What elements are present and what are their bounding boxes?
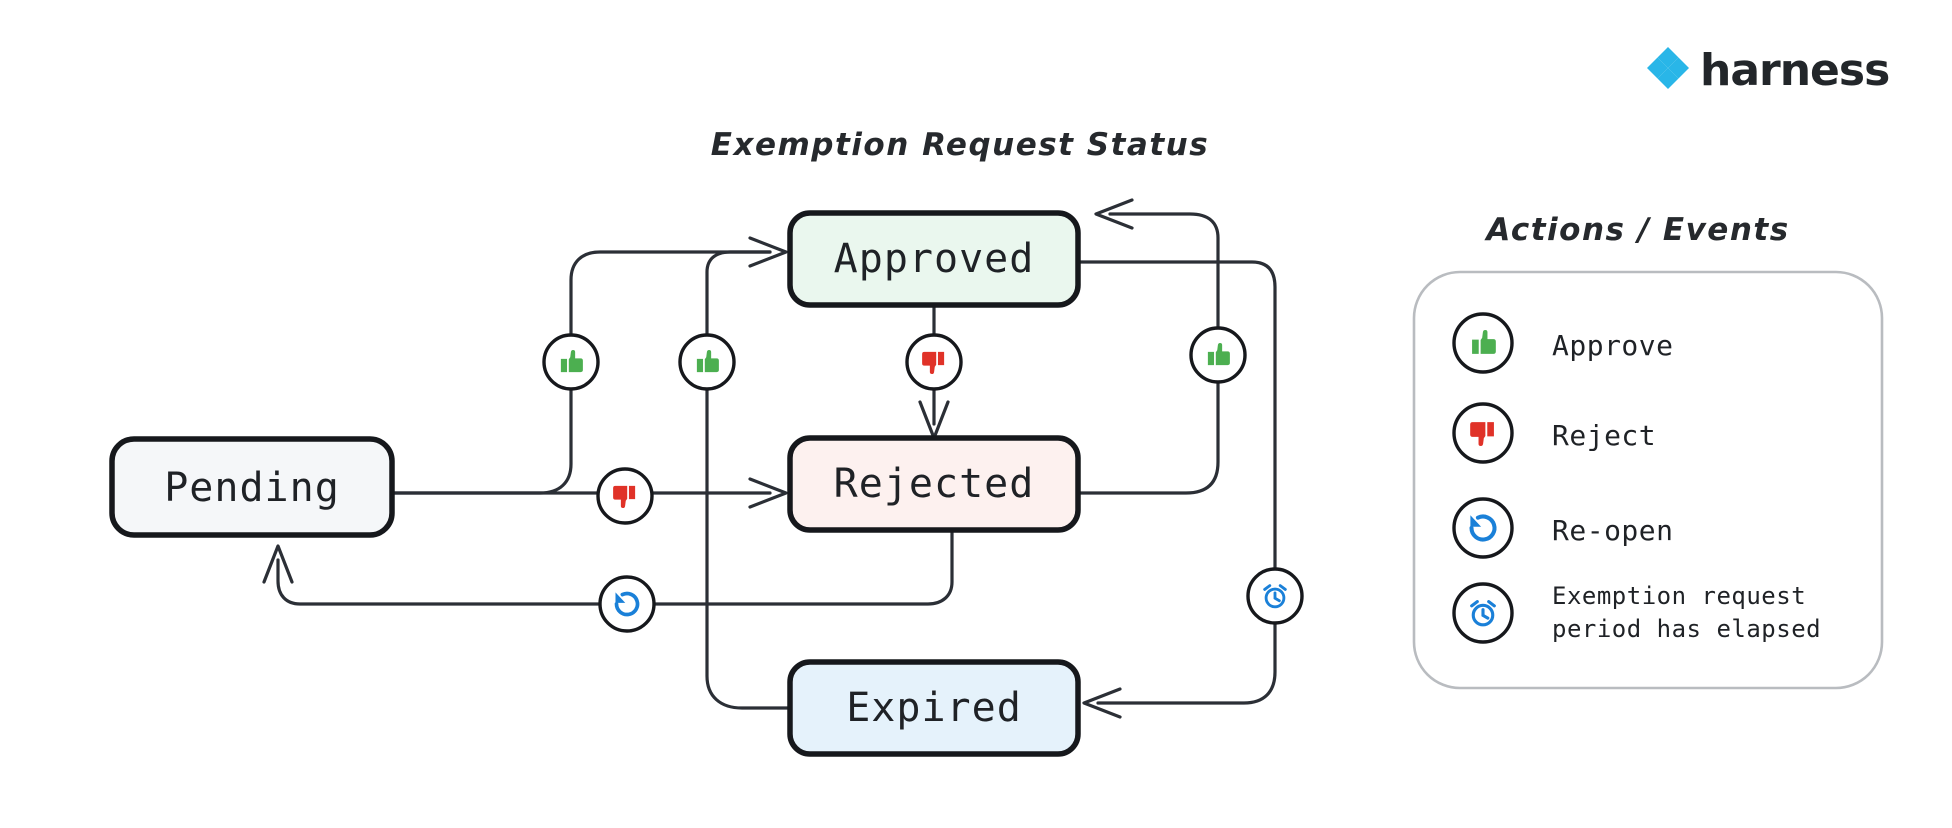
arrowhead-pending-approved bbox=[748, 236, 788, 268]
legend-item-elapsed[interactable]: Exemption request period has elapsed bbox=[1452, 582, 1821, 644]
arrowhead-rejected-pending bbox=[262, 544, 294, 584]
transition-badge-approved-rejected[interactable] bbox=[905, 333, 963, 391]
state-node-expired[interactable]: Expired bbox=[787, 659, 1081, 757]
edges-layer bbox=[262, 198, 1277, 719]
transition-badge-pending-rejected[interactable] bbox=[596, 467, 654, 525]
transition-badge-pending-approved[interactable] bbox=[542, 333, 600, 391]
harness-wordmark: harness bbox=[1700, 45, 1889, 96]
legend-title: Actions / Events bbox=[1483, 212, 1789, 248]
edge-approved-to-expired bbox=[1076, 260, 1277, 705]
arrowhead-pending-rejected bbox=[748, 477, 788, 509]
transition-badge-rejected-approved[interactable] bbox=[1189, 326, 1247, 384]
transition-badge-expired-approved[interactable] bbox=[678, 333, 736, 391]
legend-item-elapsed-label-line2: period has elapsed bbox=[1552, 615, 1821, 643]
edge-expired-to-approved bbox=[705, 250, 792, 710]
state-node-pending-label: Pending bbox=[164, 465, 340, 511]
legend-item-elapsed-label-line1: Exemption request bbox=[1552, 582, 1806, 610]
transition-badges-layer bbox=[542, 326, 1304, 633]
arrowhead-approved-expired bbox=[1082, 687, 1122, 719]
harness-brand-logo: harness bbox=[1647, 45, 1890, 96]
edge-rejected-to-pending bbox=[276, 528, 954, 606]
legend-item-reject-label: Reject bbox=[1552, 419, 1656, 452]
legend-item-reopen[interactable]: Re-open bbox=[1452, 497, 1674, 559]
arrowhead-rejected-approved bbox=[1094, 198, 1134, 230]
legend-item-approve[interactable]: Approve bbox=[1452, 312, 1674, 374]
state-node-approved-label: Approved bbox=[834, 236, 1035, 282]
state-node-rejected-label: Rejected bbox=[834, 461, 1035, 507]
state-node-rejected[interactable]: Rejected bbox=[787, 435, 1081, 533]
page-title: Exemption Request Status bbox=[711, 127, 1209, 163]
transition-badge-rejected-pending[interactable] bbox=[598, 575, 656, 633]
transition-badge-approved-expired[interactable] bbox=[1246, 567, 1304, 625]
legend-panel-group: Actions / Events Approve Reject Re-open bbox=[1412, 212, 1884, 690]
state-node-pending[interactable]: Pending bbox=[109, 436, 395, 538]
nodes-layer: Pending Approved Rejected Expired bbox=[109, 210, 1081, 757]
legend-item-reopen-label: Re-open bbox=[1552, 514, 1674, 547]
legend-item-approve-label: Approve bbox=[1552, 329, 1674, 362]
state-node-approved[interactable]: Approved bbox=[787, 210, 1081, 308]
state-node-expired-label: Expired bbox=[846, 685, 1022, 731]
edge-rejected-to-approved bbox=[1076, 212, 1220, 495]
harness-diamond-logo-icon bbox=[1647, 47, 1689, 89]
legend-panel bbox=[1412, 270, 1884, 690]
legend-item-reject[interactable]: Reject bbox=[1452, 402, 1656, 464]
